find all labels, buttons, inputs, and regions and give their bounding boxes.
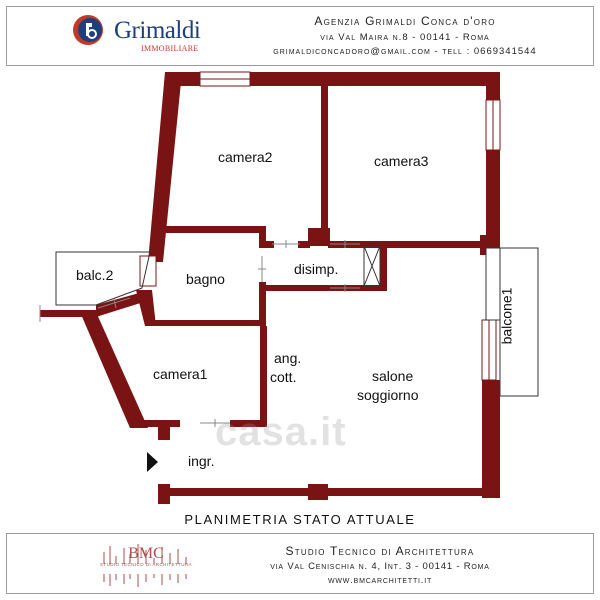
- balcony-2-outline: [55, 251, 151, 306]
- room-label-ang-line2: cott.: [270, 369, 297, 385]
- agency-logo-sub: IMMOBILIARE: [141, 44, 199, 53]
- studio-address: via Val Cenischia n. 4, Int. 3 - 00141 -…: [270, 561, 490, 572]
- room-label-camera3: camera3: [374, 153, 429, 169]
- bmc-logo-letters: BMC: [128, 545, 164, 562]
- agency-title: Agenzia Grimaldi Conca d'oro: [314, 14, 496, 28]
- room-label-disimp: disimp.: [294, 261, 339, 277]
- room-label-camera1: camera1: [153, 366, 208, 382]
- room-label-ingr: ingr.: [188, 453, 215, 469]
- studio-website: www.bmcarchitetti.it: [327, 575, 433, 586]
- room-label-salone-line2: soggiorno: [357, 387, 419, 403]
- agency-logo-name: Grimaldi: [114, 17, 201, 44]
- grimaldi-logo-icon: [73, 15, 103, 45]
- agency-contact: grimaldiconcadoro@gmail.com - tell : 066…: [273, 46, 537, 57]
- door-marks: [39, 240, 360, 427]
- bmc-logo-icon: BMC: [103, 544, 187, 587]
- balcony-1-outline: [499, 247, 539, 397]
- room-label-bagno: bagno: [186, 271, 225, 287]
- watermark: casa.it: [215, 410, 347, 454]
- agency-header: [6, 6, 594, 66]
- studio-title: Studio Tecnico di Architettura: [285, 544, 475, 558]
- room-label-salone-line1: salone: [372, 368, 414, 384]
- entrance-arrow-icon: [147, 452, 158, 472]
- agency-address: via Val Maira n.8 - 00141 - Roma: [320, 32, 490, 43]
- room-label-ang-line1: ang.: [274, 350, 302, 366]
- closet: [363, 245, 381, 287]
- room-label-balcone1: balcone1: [498, 287, 515, 345]
- bmc-logo-sub: STUDIO TECNICO DI ARCHITETTURA: [100, 562, 192, 567]
- room-label-balc2: balc.2: [76, 267, 114, 283]
- room-label-camera2: camera2: [218, 149, 273, 165]
- plan-caption: PLANIMETRIA STATO ATTUALE: [184, 512, 416, 527]
